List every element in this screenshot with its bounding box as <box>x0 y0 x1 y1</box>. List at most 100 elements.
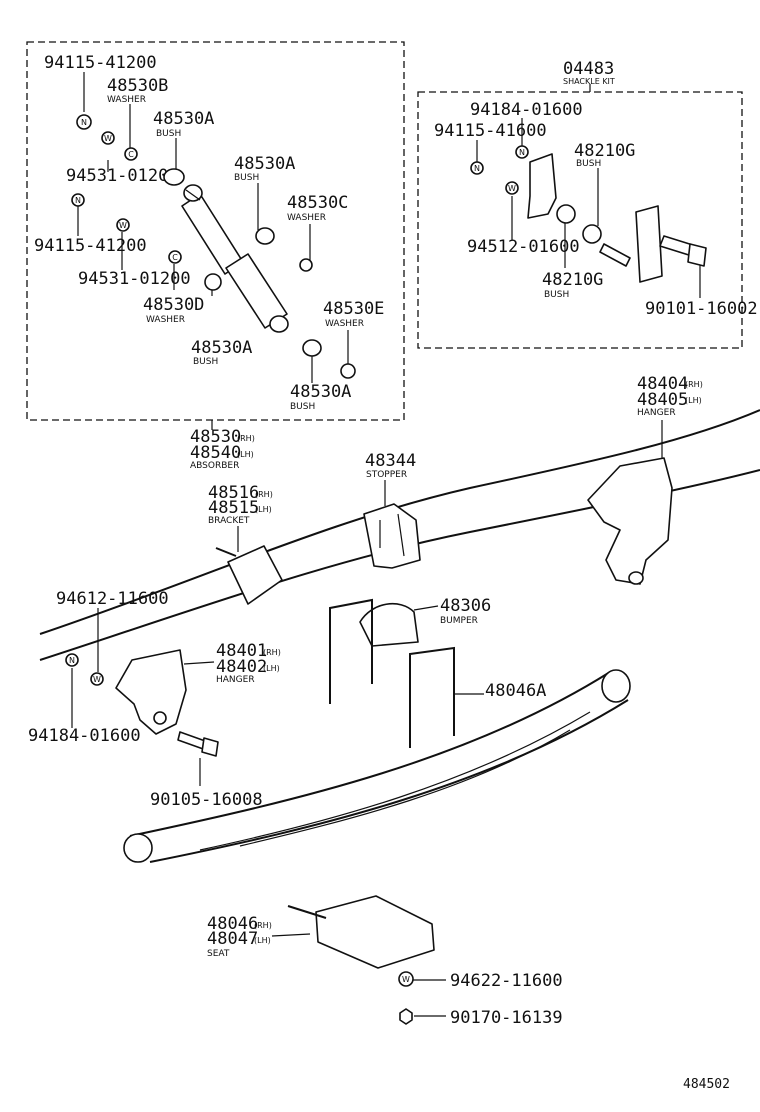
bolt-head-icon <box>201 737 219 757</box>
bush-icon <box>582 224 602 244</box>
label-rh: (RH) <box>685 380 703 389</box>
washer-icon-letter: W <box>119 221 127 230</box>
bush-icon <box>255 227 275 245</box>
label-hanger: HANGER <box>637 408 676 418</box>
washer-icon <box>299 258 313 272</box>
front-hanger-icon <box>115 649 187 735</box>
washer-icon-letter: W <box>508 184 516 193</box>
label-washer: WASHER <box>107 95 146 105</box>
label-48210g: 48210G <box>574 141 635 161</box>
label-94512-01600: 94512-01600 <box>467 237 580 257</box>
nut-icon <box>515 145 529 159</box>
shock-absorber-box: 94115-41200 48530B WASHER 48530A BUSH 94… <box>26 41 405 421</box>
label-hanger-lh: 48405 <box>637 390 688 410</box>
label-94115-41200: 94115-41200 <box>44 53 157 73</box>
label-washer: WASHER <box>146 315 185 325</box>
nut-icon-letter: N <box>474 164 480 173</box>
label-bush: BUSH <box>193 357 218 367</box>
washer-icon <box>340 363 356 379</box>
label-bracket-rh: 48516 <box>208 483 259 503</box>
label-absorber: ABSORBER <box>190 461 239 471</box>
bush-icon <box>163 168 185 186</box>
label-48210g: 48210G <box>542 270 603 290</box>
leaf-spring-icon <box>123 669 631 863</box>
label-bracket: BRACKET <box>208 516 250 526</box>
label-seat-lh: 48047 <box>207 929 258 949</box>
washer-icon <box>398 971 414 987</box>
label-shackle-kit: SHACKLE KIT <box>563 77 615 86</box>
bush-icon <box>556 204 576 224</box>
seat-icon <box>315 895 435 969</box>
label-bush: BUSH <box>290 402 315 412</box>
label-bumper-part: 48306 <box>440 596 491 616</box>
stopper-callout: 48344 STOPPER <box>365 451 416 506</box>
diagram-id: 484502 <box>683 1077 730 1092</box>
bolt-head-icon <box>153 711 167 725</box>
washer-icon-letter: W <box>402 975 410 984</box>
label-lh: (LH) <box>255 505 272 514</box>
rear-hanger-icon <box>587 457 673 585</box>
label-94531-01200: 94531-01200 <box>78 269 191 289</box>
front-bolt: 90105-16008 <box>150 731 263 810</box>
label-48530a: 48530A <box>290 382 351 402</box>
washer-icon <box>168 250 182 264</box>
bolt-head-icon <box>628 571 644 585</box>
label-48530a: 48530A <box>191 338 252 358</box>
rear-hanger-callout: 48404 (RH) 48405 (LH) HANGER <box>637 374 703 460</box>
shackle-plate-icon <box>635 205 663 283</box>
shock-absorber-icon <box>181 184 289 333</box>
label-48530b: 48530B <box>107 76 168 96</box>
washer-icon <box>124 147 138 161</box>
absorber-callout: 48530 (RH) 48540 (LH) ABSORBER <box>190 420 255 471</box>
u-bolt-icon <box>329 598 455 748</box>
label-94115-41600: 94115-41600 <box>434 121 547 141</box>
label-lh: (LH) <box>685 396 702 405</box>
label-48530a: 48530A <box>153 109 214 129</box>
label-shackle-kit-part: 04483 <box>563 59 614 79</box>
washer-icon-letter: W <box>104 134 112 143</box>
front-hardware: 94612-11600 94184-01600 N W <box>28 589 169 746</box>
washer-icon-letter: W <box>93 675 101 684</box>
label-rh: (RH) <box>237 434 255 443</box>
nut-icon <box>65 653 79 667</box>
label-stopper-part: 48344 <box>365 451 416 471</box>
label-48530e: 48530E <box>323 299 384 319</box>
label-hanger-rh: 48404 <box>637 374 688 394</box>
frame-rail <box>39 409 760 661</box>
label-bush: BUSH <box>544 290 569 300</box>
nut-icon-letter: N <box>81 118 87 127</box>
bracket-icon <box>227 545 283 605</box>
label-48530c: 48530C <box>287 193 348 213</box>
label-bracket-lh: 48515 <box>208 498 259 518</box>
label-rh: (RH) <box>255 490 273 499</box>
label-bush: BUSH <box>234 173 259 183</box>
label-rh: (RH) <box>263 648 281 657</box>
label-90170-16139: 90170-16139 <box>450 1008 563 1028</box>
seat-hardware: W 94622-11600 90170-16139 <box>398 971 563 1028</box>
stopper-icon <box>363 503 421 569</box>
washer-icon <box>204 273 222 291</box>
nut-icon-letter: N <box>69 656 75 665</box>
label-seat: SEAT <box>207 949 230 959</box>
bumper-icon <box>359 603 419 647</box>
washer-icon <box>90 672 104 686</box>
bumper-callout: 48306 BUMPER <box>413 596 491 626</box>
washer-icon-letter: C <box>172 253 178 262</box>
label-94115-41200: 94115-41200 <box>34 236 147 256</box>
label-lh: (LH) <box>263 664 280 673</box>
washer-icon-letter: C <box>128 150 134 159</box>
label-hanger-lh: 48402 <box>216 657 267 677</box>
label-94184-01600: 94184-01600 <box>470 100 583 120</box>
u-bolt-callout: 48046A <box>454 681 546 701</box>
washer-icon <box>101 131 115 145</box>
label-90101-16002: 90101-16002 <box>645 299 758 319</box>
bolt-head-icon <box>687 243 707 267</box>
washer-icon <box>116 218 130 232</box>
label-bush: BUSH <box>156 129 181 139</box>
label-lh: (LH) <box>254 936 271 945</box>
label-bumper: BUMPER <box>440 616 478 626</box>
label-90105-16008: 90105-16008 <box>150 790 263 810</box>
seat-stud-icon <box>287 905 327 919</box>
label-u-bolt: 48046A <box>485 681 546 701</box>
